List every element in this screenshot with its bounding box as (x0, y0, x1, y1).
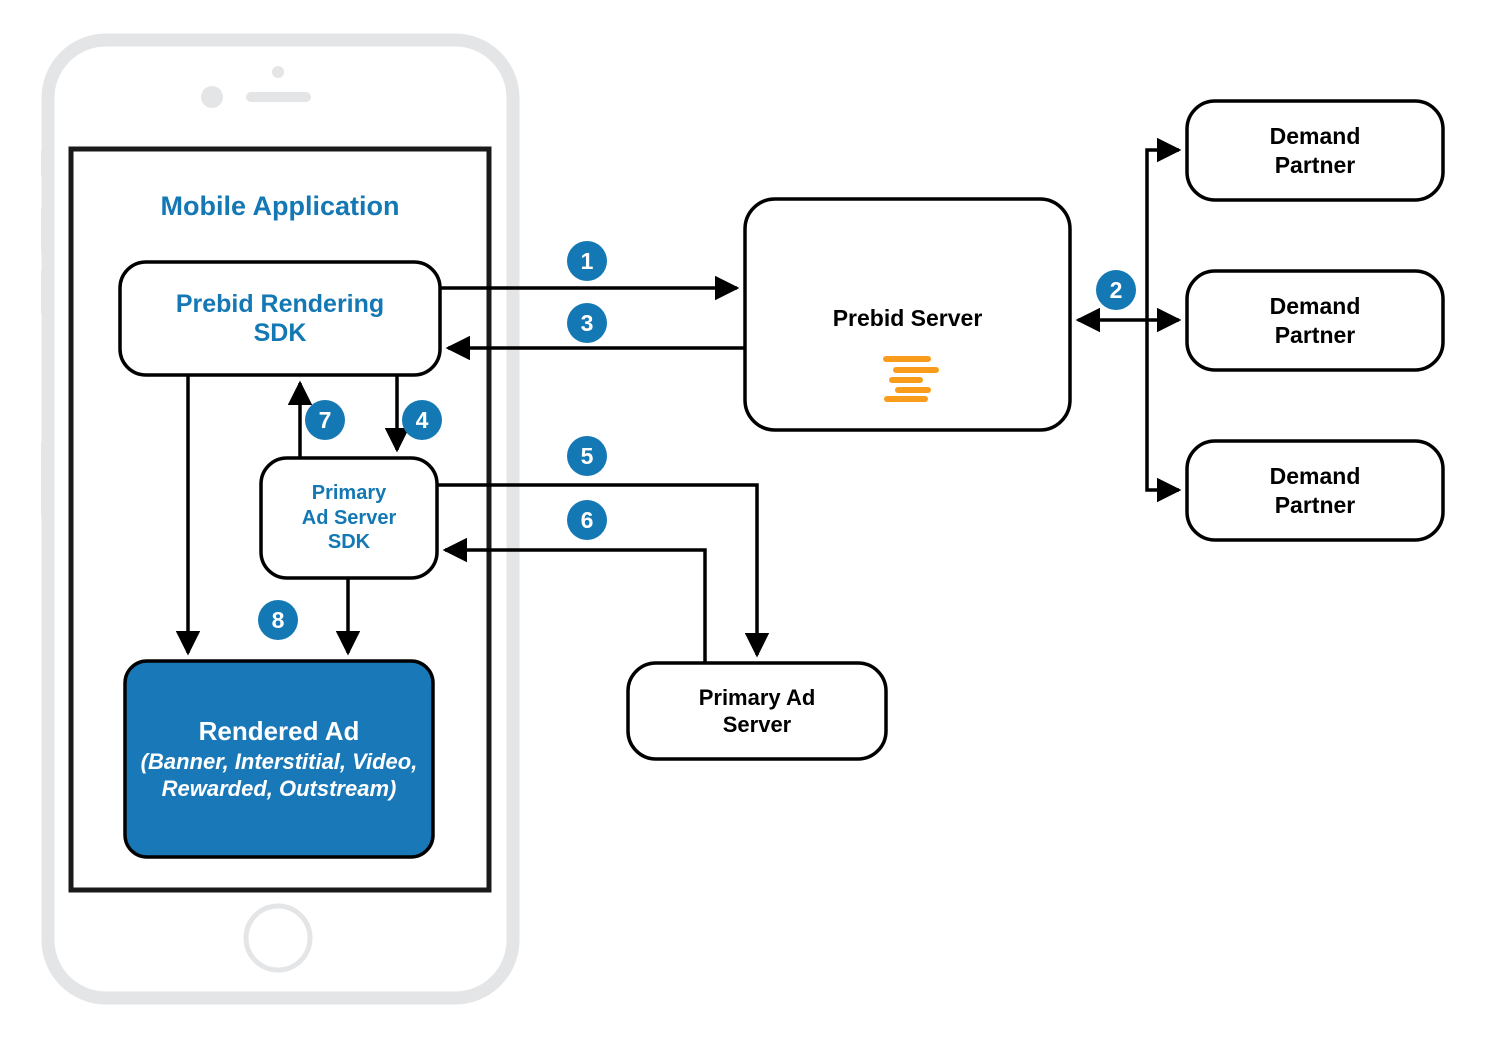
demand-partner-1-box (1185, 99, 1445, 202)
step-badge-6: 6 (567, 500, 607, 540)
prebid-logo-icon (883, 356, 939, 393)
home-button-icon (243, 903, 313, 973)
step-badge-2: 2 (1096, 270, 1136, 310)
primary-ad-server-sdk-box (259, 456, 439, 580)
connector-step-5 (437, 483, 770, 658)
step-badge-3: 3 (567, 303, 607, 343)
prebid-rendering-sdk-box (118, 260, 442, 377)
prebid-server-box (743, 197, 1072, 432)
step-badge-7: 7 (305, 400, 345, 440)
connector-step-2-top (1145, 137, 1182, 320)
primary-ad-server-box (626, 661, 888, 761)
rendered-ad-box (123, 659, 435, 859)
step-badge-1: 1 (567, 241, 607, 281)
camera-dot-icon (201, 86, 223, 108)
connector-step-2-bottom (1145, 320, 1182, 503)
sensor-dot-icon (272, 66, 284, 78)
step-badge-4: 4 (402, 400, 442, 440)
demand-partner-3-box (1185, 439, 1445, 542)
demand-partner-2-box (1185, 269, 1445, 372)
step-badge-5: 5 (567, 436, 607, 476)
step-badge-8: 8 (258, 600, 298, 640)
speaker-grille-icon (246, 92, 311, 102)
connector-step-6 (442, 537, 707, 663)
